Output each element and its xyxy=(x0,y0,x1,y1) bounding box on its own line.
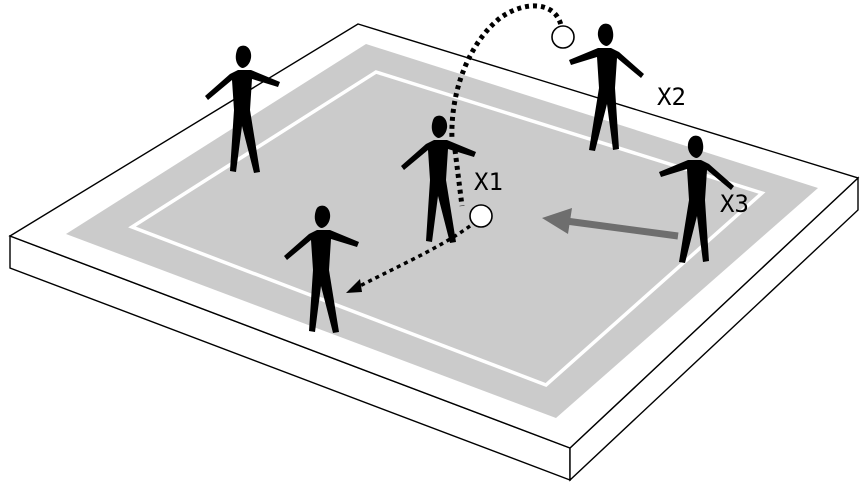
court-base xyxy=(8,23,860,482)
ball-x2 xyxy=(551,25,575,49)
court-boundary-lines xyxy=(128,70,766,388)
pass-x2-to-x1 xyxy=(449,3,565,141)
pass-arrowhead xyxy=(346,279,362,293)
x3-movement-arrow xyxy=(542,208,679,240)
label-x2: X2 xyxy=(657,83,686,111)
pass-x1-to-bottom-left xyxy=(355,224,472,290)
label-x1: X1 xyxy=(474,168,503,196)
label-x3: X3 xyxy=(720,190,749,218)
pass-x1-to-x1-ball xyxy=(452,149,465,207)
ball-x1 xyxy=(469,204,493,228)
